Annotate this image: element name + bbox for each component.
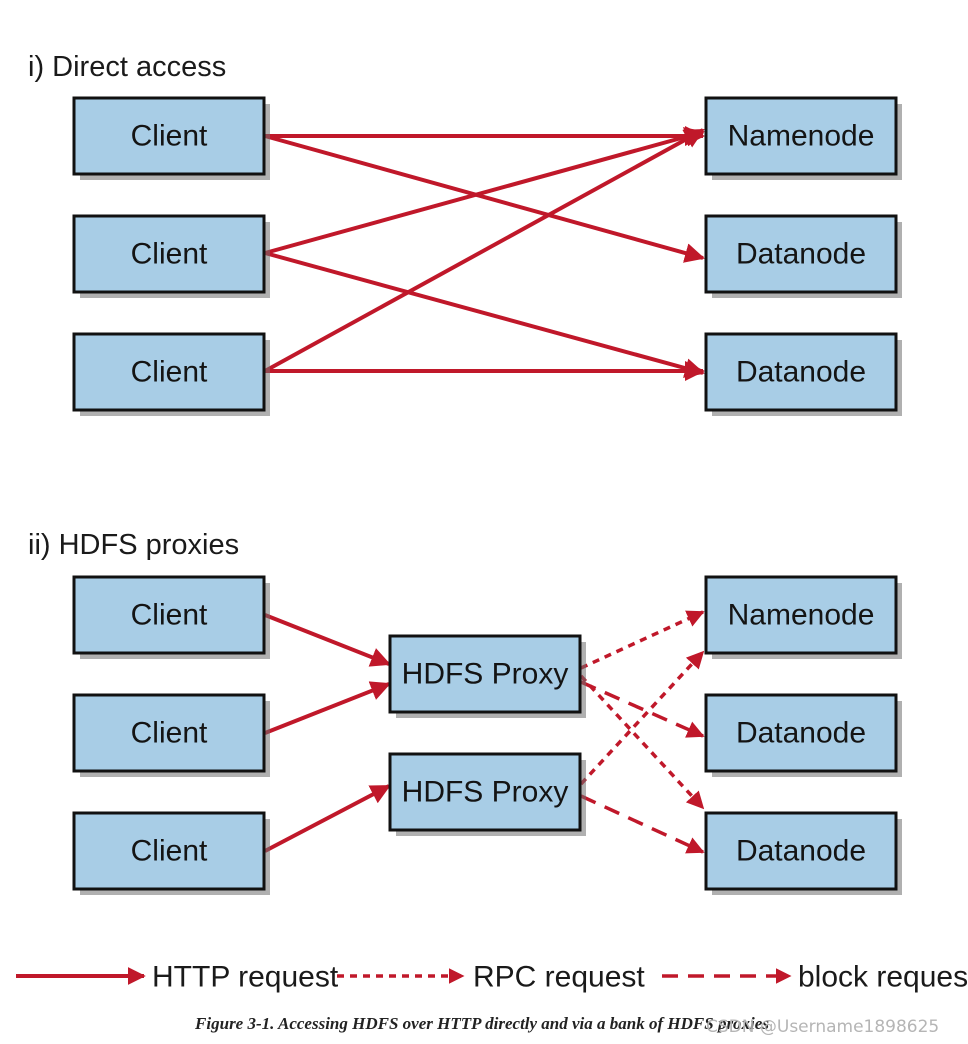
direct-datanode-box-2: Datanode — [704, 332, 902, 416]
section-title-direct-access: i) Direct access — [28, 51, 226, 83]
legend-block-label: block request — [798, 961, 968, 994]
legend: HTTP request RPC request block request — [16, 961, 968, 994]
legend-http-label: HTTP request — [152, 961, 339, 994]
legend-rpc-label: RPC request — [473, 961, 645, 994]
http-arrow-client1-datanode1 — [264, 134, 705, 263]
figure-caption: Figure 3-1. Accessing HDFS over HTTP dir… — [194, 1014, 769, 1033]
http-arrow-pclient1-proxy1 — [264, 613, 391, 667]
box-label: Client — [131, 599, 208, 632]
hdfs-proxy-box-1: HDFS Proxy — [388, 634, 586, 718]
direct-client-box-1: Client — [72, 96, 270, 180]
http-arrow-client3-namenode — [264, 128, 705, 373]
box-label: HDFS Proxy — [402, 658, 569, 691]
direct-client-box-2: Client — [72, 214, 270, 298]
proxy-section-datanode-box-2: Datanode — [704, 811, 902, 895]
box-label: Datanode — [736, 238, 866, 271]
box-label: Datanode — [736, 717, 866, 750]
box-label: Client — [131, 238, 208, 271]
box-label: Namenode — [728, 120, 875, 153]
rpc-arrow-proxy2-namenode — [579, 650, 705, 786]
box-label: Datanode — [736, 356, 866, 389]
direct-client-box-3: Client — [72, 332, 270, 416]
block-arrow-proxy1-datanode1 — [580, 680, 705, 738]
direct-namenode-box: Namenode — [704, 96, 902, 180]
proxy-section-client-box-3: Client — [72, 811, 270, 895]
arrows-layer — [264, 126, 705, 854]
proxy-section-client-box-2: Client — [72, 693, 270, 777]
http-arrow-pclient3-proxy2 — [264, 784, 391, 853]
direct-datanode-box-1: Datanode — [704, 214, 902, 298]
box-label: Client — [131, 717, 208, 750]
http-arrow-client2-namenode — [264, 127, 705, 255]
rpc-arrow-proxy1-datanode2 — [579, 674, 705, 810]
box-label: Datanode — [736, 835, 866, 868]
http-arrow-client2-datanode2 — [264, 251, 705, 378]
watermark: CSDN @Username1898625 — [706, 1017, 939, 1037]
box-label: Client — [131, 835, 208, 868]
boxes-layer: Client Client Client Namenode Datanode D… — [72, 96, 902, 895]
proxy-section-datanode-box-1: Datanode — [704, 693, 902, 777]
box-label: HDFS Proxy — [402, 776, 569, 809]
box-label: Namenode — [728, 599, 875, 632]
section-title-hdfs-proxies: ii) HDFS proxies — [28, 529, 239, 561]
proxy-section-client-box-1: Client — [72, 575, 270, 659]
block-arrow-proxy2-datanode2 — [580, 794, 705, 854]
hdfs-proxy-box-2: HDFS Proxy — [388, 752, 586, 836]
box-label: Client — [131, 120, 208, 153]
proxy-section-namenode-box: Namenode — [704, 575, 902, 659]
rpc-arrow-proxy1-namenode — [580, 610, 705, 670]
http-arrow-pclient2-proxy1 — [264, 681, 391, 735]
box-label: Client — [131, 356, 208, 389]
